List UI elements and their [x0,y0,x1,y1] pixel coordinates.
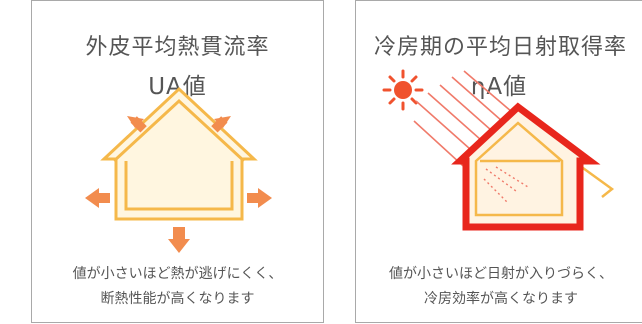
eta-description-line2: 冷房効率が高くなります [424,291,578,307]
sun-icon [382,69,424,111]
eta-description-line1: 値が小さいほど日射が入りづらく、 [389,266,613,282]
eta-title: 冷房期の平均日射取得率 [374,35,628,60]
ua-card: 外皮平均熱貫流率 UA値 値が小さいほど熱が逃げにくく、 断 [31,0,324,323]
house-solar-gain-icon [382,69,615,231]
house-heat-loss-icon [85,86,272,253]
ua-title: 外皮平均熱貫流率 [85,35,270,60]
heat-arrows [85,116,272,253]
eta-description: 値が小さいほど日射が入りづらく、 冷房効率が高くなります [356,262,642,312]
ua-description: 値が小さいほど熱が逃げにくく、 断熱性能が高くなります [32,262,323,312]
ua-description-line2: 断熱性能が高くなります [100,291,255,307]
eta-card: 冷房期の平均日射取得率 ηA値 [355,0,642,323]
eta-subtitle: ηA値 [470,74,528,100]
ua-description-line1: 値が小さいほど熱が逃げにくく、 [72,266,283,282]
